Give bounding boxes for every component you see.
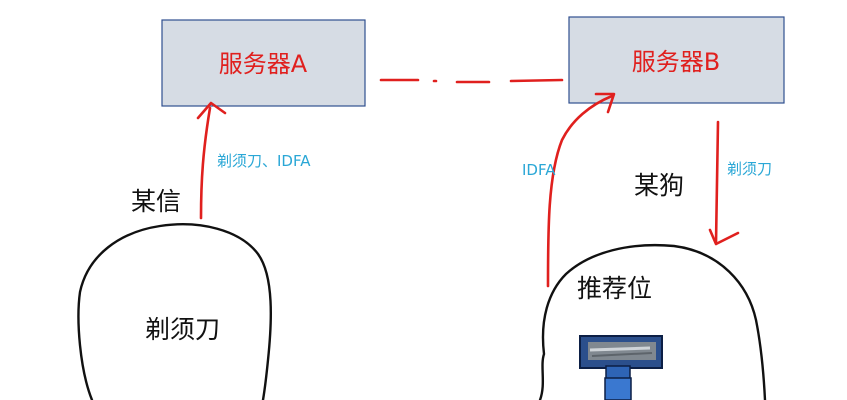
arrow-left-up-label: 剃须刀、IDFA xyxy=(217,152,311,170)
bubble-right xyxy=(538,243,767,400)
server-b-box xyxy=(568,16,785,104)
bubble-right-text: 推荐位 xyxy=(577,274,652,303)
arrow-right-down-label: 剃须刀 xyxy=(727,160,772,178)
server-a-box xyxy=(161,19,366,107)
server-b: 服务器B xyxy=(568,16,785,104)
app-right-name: 某狗 xyxy=(634,171,684,200)
bubble-left xyxy=(77,223,273,400)
server-link-dashed xyxy=(379,78,564,84)
arrow-left-up xyxy=(196,101,227,220)
arrow-right-up xyxy=(546,92,616,288)
server-a-label: 服务器A xyxy=(219,50,308,78)
app-left-name: 某信 xyxy=(131,187,181,216)
arrow-right-up-label: IDFA xyxy=(522,161,556,179)
server-b-label: 服务器B xyxy=(632,48,720,76)
arrow-right-down xyxy=(708,120,740,246)
razor-icon xyxy=(579,335,663,400)
server-a: 服务器A xyxy=(161,19,366,107)
bubble-left-text: 剃须刀 xyxy=(145,315,220,344)
